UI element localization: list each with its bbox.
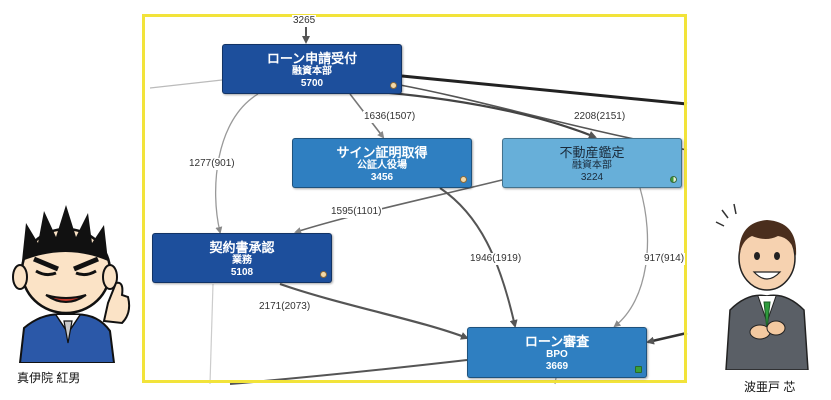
status-dot-icon <box>460 176 467 183</box>
node-department: 公証人役場 <box>357 160 407 171</box>
edge-label-estate-to-review: 917(914) <box>643 253 686 265</box>
right-character-illustration <box>715 203 809 370</box>
node-count: 3456 <box>370 172 394 183</box>
edge-label-to-contract: 1277(901) <box>188 158 236 170</box>
edge-contract-down <box>209 283 214 385</box>
edge-offscreen-left <box>149 79 223 89</box>
node-title: 契約書承認 <box>209 240 275 255</box>
node-contract[interactable]: 契約書承認 業務 5108 <box>152 233 332 283</box>
status-dot-icon <box>635 366 642 373</box>
node-title: 不動産鑑定 <box>559 145 625 160</box>
node-real-estate[interactable]: 不動産鑑定 融資本部 3224 <box>502 138 682 188</box>
edge-to-estate <box>379 90 597 139</box>
node-loan-review[interactable]: ローン審査 BPO 3669 <box>467 327 647 378</box>
status-dot-icon <box>670 176 677 183</box>
node-department: 融資本部 <box>292 66 332 77</box>
highlight-frame <box>142 14 687 383</box>
edge-label-contract-to-review: 2171(2073) <box>258 301 312 313</box>
node-title: ローン申請受付 <box>266 51 358 66</box>
status-dot-icon <box>390 82 397 89</box>
right-character-name: 波亜戸 芯 <box>744 380 796 394</box>
node-department: BPO <box>546 349 568 360</box>
node-title: ローン審査 <box>524 334 590 349</box>
edge-sign-to-review <box>439 187 518 328</box>
edge-review-offscreen-right <box>646 331 688 345</box>
node-title: サイン証明取得 <box>336 145 428 160</box>
edge-offscreen-right-top <box>401 74 688 106</box>
edge-to-contract <box>215 93 259 234</box>
node-sign-proof[interactable]: サイン証明取得 公証人役場 3456 <box>292 138 472 188</box>
node-count: 3224 <box>580 172 604 183</box>
edge-label-sign-to-review: 1946(1919) <box>469 253 523 265</box>
node-department: 融資本部 <box>572 160 612 171</box>
edge-label-to-sign: 1636(1507) <box>363 111 417 123</box>
edge-label-top-in: 3265 <box>292 15 317 27</box>
node-department: 業務 <box>232 255 252 266</box>
node-count: 3669 <box>545 361 569 372</box>
node-loan-application[interactable]: ローン申請受付 融資本部 5700 <box>222 44 402 94</box>
edge-estate-to-review <box>613 187 649 328</box>
left-character-illustration <box>12 205 131 363</box>
edge-label-estate-to-contract: 1595(1101) <box>330 206 383 218</box>
edge-estate-to-contract <box>294 179 503 234</box>
edge-contract-to-review <box>279 282 469 340</box>
node-count: 5108 <box>230 267 254 278</box>
status-dot-icon <box>320 271 327 278</box>
node-count: 5700 <box>300 78 324 89</box>
left-character-name: 真伊院 紅男 <box>17 371 81 385</box>
edge-label-to-estate: 2208(2151) <box>573 111 627 123</box>
